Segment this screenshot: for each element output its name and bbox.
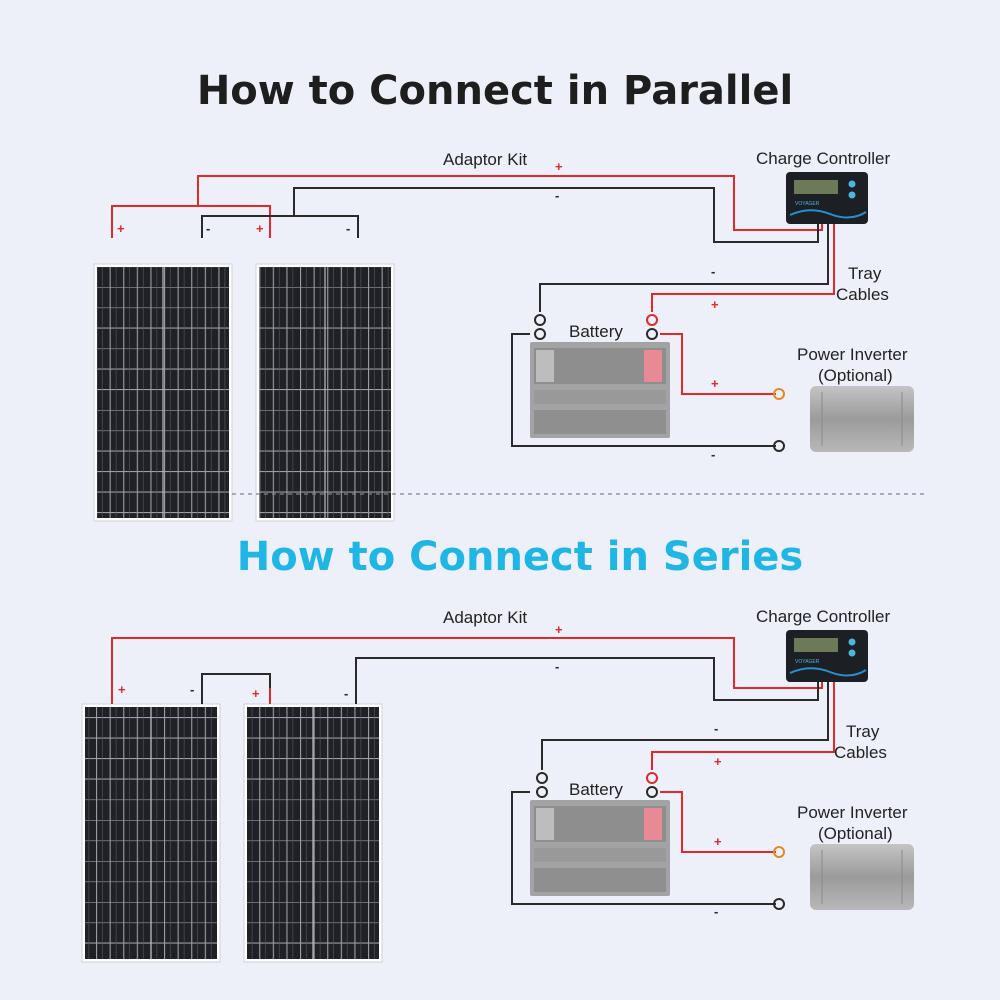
- svg-text:-: -: [555, 659, 559, 674]
- series-battery-terminal-lugs: [536, 772, 785, 910]
- series-inverter-label-line1: Power Inverter: [797, 803, 908, 822]
- svg-text:+: +: [117, 221, 125, 236]
- svg-text:-: -: [714, 721, 718, 736]
- controller-brand: VOYAGER: [795, 659, 820, 665]
- parallel-charge-controller: VOYAGER: [786, 172, 868, 224]
- svg-text:+: +: [118, 682, 126, 697]
- series-tray-label-line1: Tray: [846, 722, 880, 741]
- series-tray-cables: [541, 682, 835, 770]
- parallel-title: How to Connect in Parallel: [197, 68, 793, 114]
- parallel-battery-label: Battery: [569, 322, 623, 341]
- series-title: How to Connect in Series: [237, 534, 803, 580]
- parallel-tray-label-line2: Cables: [836, 285, 889, 304]
- svg-text:+: +: [256, 221, 264, 236]
- series-solar-panel-2: [243, 703, 383, 963]
- series-inverter-label-line2: (Optional): [818, 824, 893, 843]
- series-charge-controller-label: Charge Controller: [756, 607, 891, 626]
- parallel-power-inverter: [810, 386, 914, 452]
- svg-text:-: -: [346, 221, 350, 236]
- parallel-solar-panel-1: [93, 263, 233, 522]
- svg-text:-: -: [555, 188, 559, 203]
- svg-text:-: -: [344, 686, 348, 701]
- svg-text:-: -: [711, 447, 715, 462]
- series-power-inverter: [810, 844, 914, 910]
- parallel-section: How to Connect in Parallel: [93, 68, 914, 522]
- parallel-inverter-cables: [511, 333, 776, 447]
- series-adaptor-kit-wires: [111, 637, 823, 704]
- parallel-adaptor-kit-label: Adaptor Kit: [443, 150, 527, 169]
- svg-text:+: +: [711, 376, 719, 391]
- parallel-solar-panel-2: [255, 263, 395, 522]
- parallel-adaptor-kit-wires: [111, 175, 823, 243]
- series-tray-label-line2: Cables: [834, 743, 887, 762]
- series-battery: [530, 800, 670, 896]
- parallel-charge-controller-label: Charge Controller: [756, 149, 891, 168]
- series-charge-controller: VOYAGER: [786, 630, 868, 682]
- parallel-polarity-signs: + - + - + - - + + -: [117, 159, 719, 462]
- parallel-tray-cables: [539, 224, 835, 312]
- series-polarity-signs: + - + - + - - + + -: [118, 622, 722, 919]
- parallel-inverter-label-line2: (Optional): [818, 366, 893, 385]
- parallel-tray-label-line1: Tray: [848, 264, 882, 283]
- svg-text:+: +: [252, 686, 260, 701]
- controller-brand: VOYAGER: [795, 201, 820, 207]
- parallel-battery-terminal-lugs: [534, 314, 785, 452]
- series-section: How to Connect in Series: [81, 534, 914, 963]
- series-adaptor-kit-label: Adaptor Kit: [443, 608, 527, 627]
- svg-text:+: +: [555, 622, 563, 637]
- parallel-inverter-label-line1: Power Inverter: [797, 345, 908, 364]
- svg-text:-: -: [206, 221, 210, 236]
- series-solar-panel-1: [81, 703, 221, 963]
- svg-text:-: -: [711, 264, 715, 279]
- svg-text:+: +: [714, 754, 722, 769]
- svg-text:-: -: [714, 904, 718, 919]
- svg-text:-: -: [190, 682, 194, 697]
- series-inverter-cables: [511, 791, 776, 905]
- parallel-battery: [530, 342, 670, 438]
- svg-text:+: +: [711, 297, 719, 312]
- svg-text:+: +: [555, 159, 563, 174]
- svg-text:+: +: [714, 834, 722, 849]
- series-battery-label: Battery: [569, 780, 623, 799]
